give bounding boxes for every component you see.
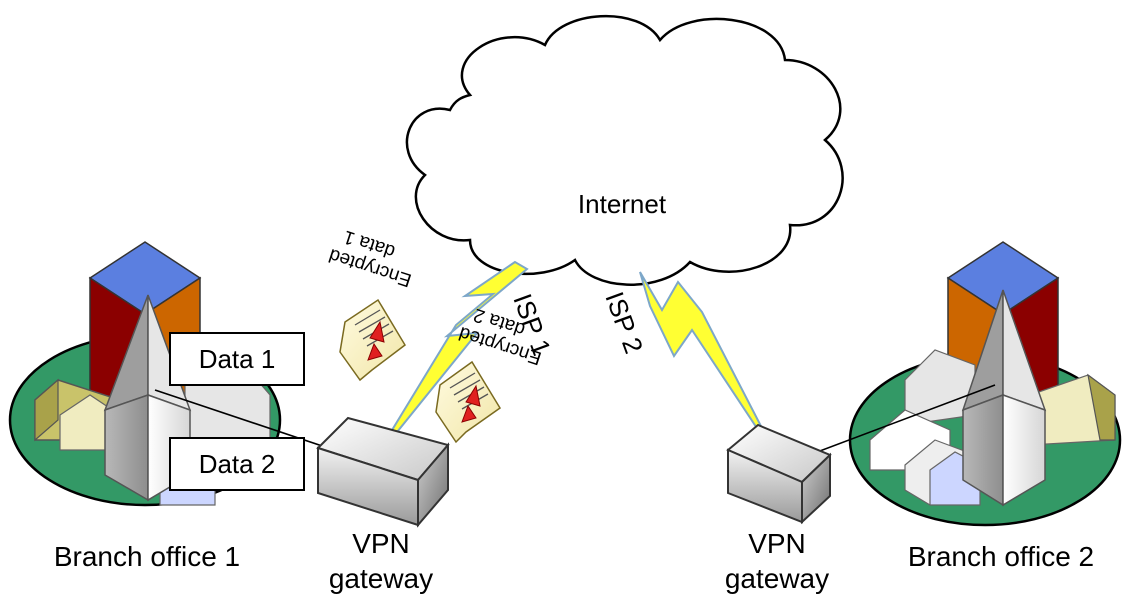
vpn-gateway-left (316, 416, 450, 528)
document-icon (339, 298, 406, 382)
data1-box: Data 1 (169, 332, 305, 386)
data1-label: Data 1 (199, 344, 276, 374)
branch-office-2-building (848, 241, 1122, 527)
internet-cloud: Internet (405, 14, 844, 286)
data2-box: Data 2 (169, 437, 305, 491)
internet-label: Internet (578, 189, 667, 219)
branch-office-2-label: Branch office 2 (908, 541, 1094, 572)
vpn-gateway-right-label-line2: gateway (725, 563, 829, 594)
document-icon (435, 360, 502, 444)
branch-office-1-label: Branch office 1 (54, 541, 240, 572)
vpn-gateway-right-label-line1: VPN (748, 528, 806, 559)
vpn-gateway-left-label-line1: VPN (352, 528, 410, 559)
vpn-gateway-left-label-line2: gateway (329, 563, 433, 594)
vpn-gateway-right (726, 423, 832, 525)
data2-label: Data 2 (199, 449, 276, 479)
encrypted-packet-2: Encrypted data 2 (435, 304, 544, 444)
isp2-label: ISP 2 (599, 288, 649, 358)
encrypted-packet-1: Encrypted data 1 (326, 226, 414, 382)
